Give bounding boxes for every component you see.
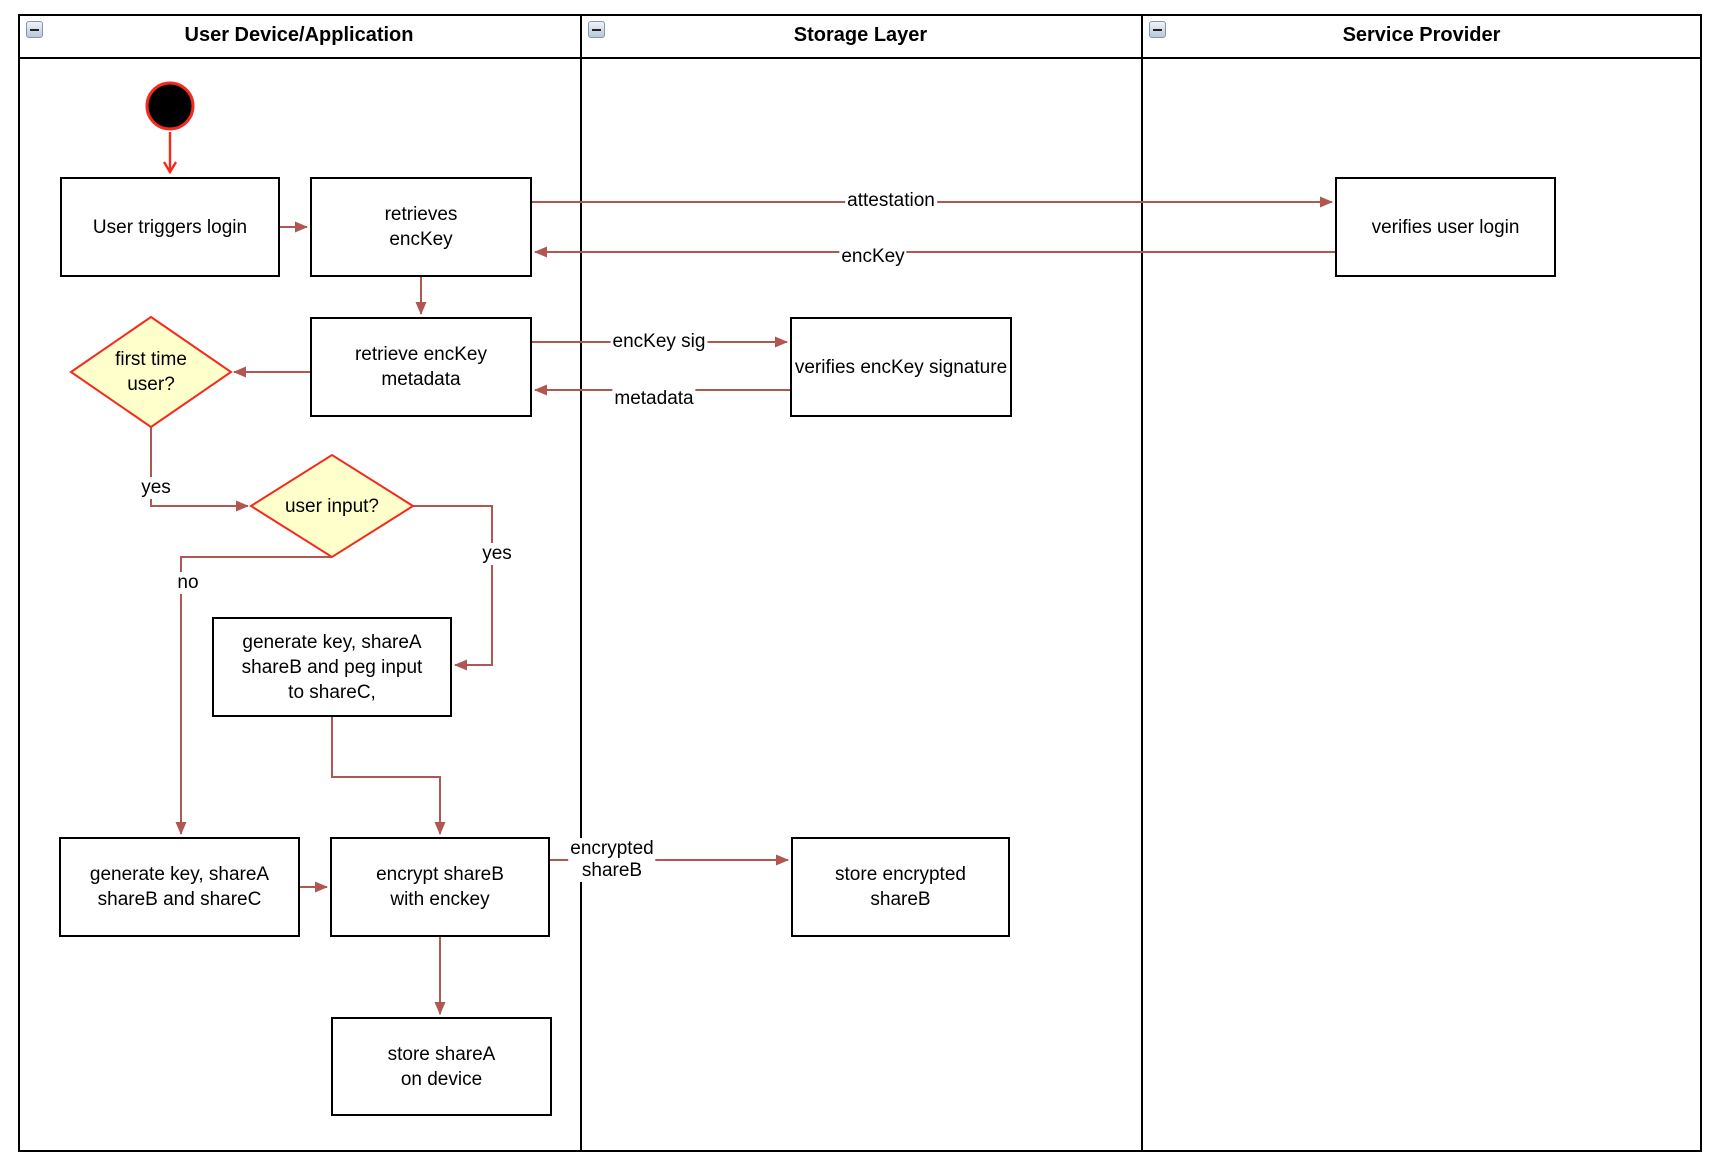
edge-label-metadata: metadata <box>612 388 696 410</box>
collapse-lane-button-user-device[interactable] <box>26 21 43 38</box>
node-store-sharea-on-device[interactable]: store shareA on device <box>331 1017 552 1116</box>
edge-label-enckey: encKey <box>839 246 907 268</box>
edge-user-input-no <box>175 556 332 835</box>
edge-label-yes-first-time: yes <box>139 477 173 499</box>
start-node[interactable] <box>145 81 195 131</box>
minus-icon <box>592 28 601 31</box>
lane-title-service-provider: Service Provider <box>1342 24 1501 46</box>
edge-user-input-yes <box>413 505 493 671</box>
node-verifies-enckey-signature[interactable]: verifies encKey signature <box>790 317 1012 417</box>
node-user-triggers-login[interactable]: User triggers login <box>60 177 280 277</box>
node-verifies-user-login[interactable]: verifies user login <box>1335 177 1556 277</box>
node-generate-key-sharec[interactable]: generate key, shareA shareB and shareC <box>59 837 300 937</box>
minus-icon <box>30 28 39 31</box>
node-generate-key-peg-input[interactable]: generate key, shareA shareB and peg inpu… <box>212 617 452 717</box>
decision-user-input[interactable] <box>249 453 415 559</box>
node-retrieves-enckey[interactable]: retrieves encKey <box>310 177 532 277</box>
node-store-encrypted-shareb[interactable]: store encrypted shareB <box>791 837 1010 937</box>
edge-first-time-yes <box>150 427 249 512</box>
edge-label-no-user-input: no <box>175 572 201 594</box>
lane-divider-1 <box>580 16 582 1150</box>
edge-label-attestation: attestation <box>845 190 937 212</box>
edge-label-enckey-sig: encKey sig <box>610 331 708 353</box>
lane-divider-2 <box>1141 16 1143 1150</box>
collapse-lane-button-service-provider[interactable] <box>1149 21 1166 38</box>
lane-title-storage-layer: Storage Layer <box>793 24 928 46</box>
edge-label-yes-user-input: yes <box>480 543 514 565</box>
edge-peg-to-encrypt <box>331 717 446 835</box>
node-encrypt-shareb[interactable]: encrypt shareB with enckey <box>330 837 550 937</box>
lane-title-user-device: User Device/Application <box>184 24 414 46</box>
node-retrieve-enckey-metadata[interactable]: retrieve encKey metadata <box>310 317 532 417</box>
collapse-lane-button-storage-layer[interactable] <box>588 21 605 38</box>
pool-header <box>20 16 1700 59</box>
decision-first-time-user[interactable] <box>69 315 233 429</box>
edge-label-encrypted-shareb: encrypted shareB <box>568 838 656 882</box>
minus-icon <box>1153 28 1162 31</box>
swimlane-pool <box>18 14 1702 1152</box>
